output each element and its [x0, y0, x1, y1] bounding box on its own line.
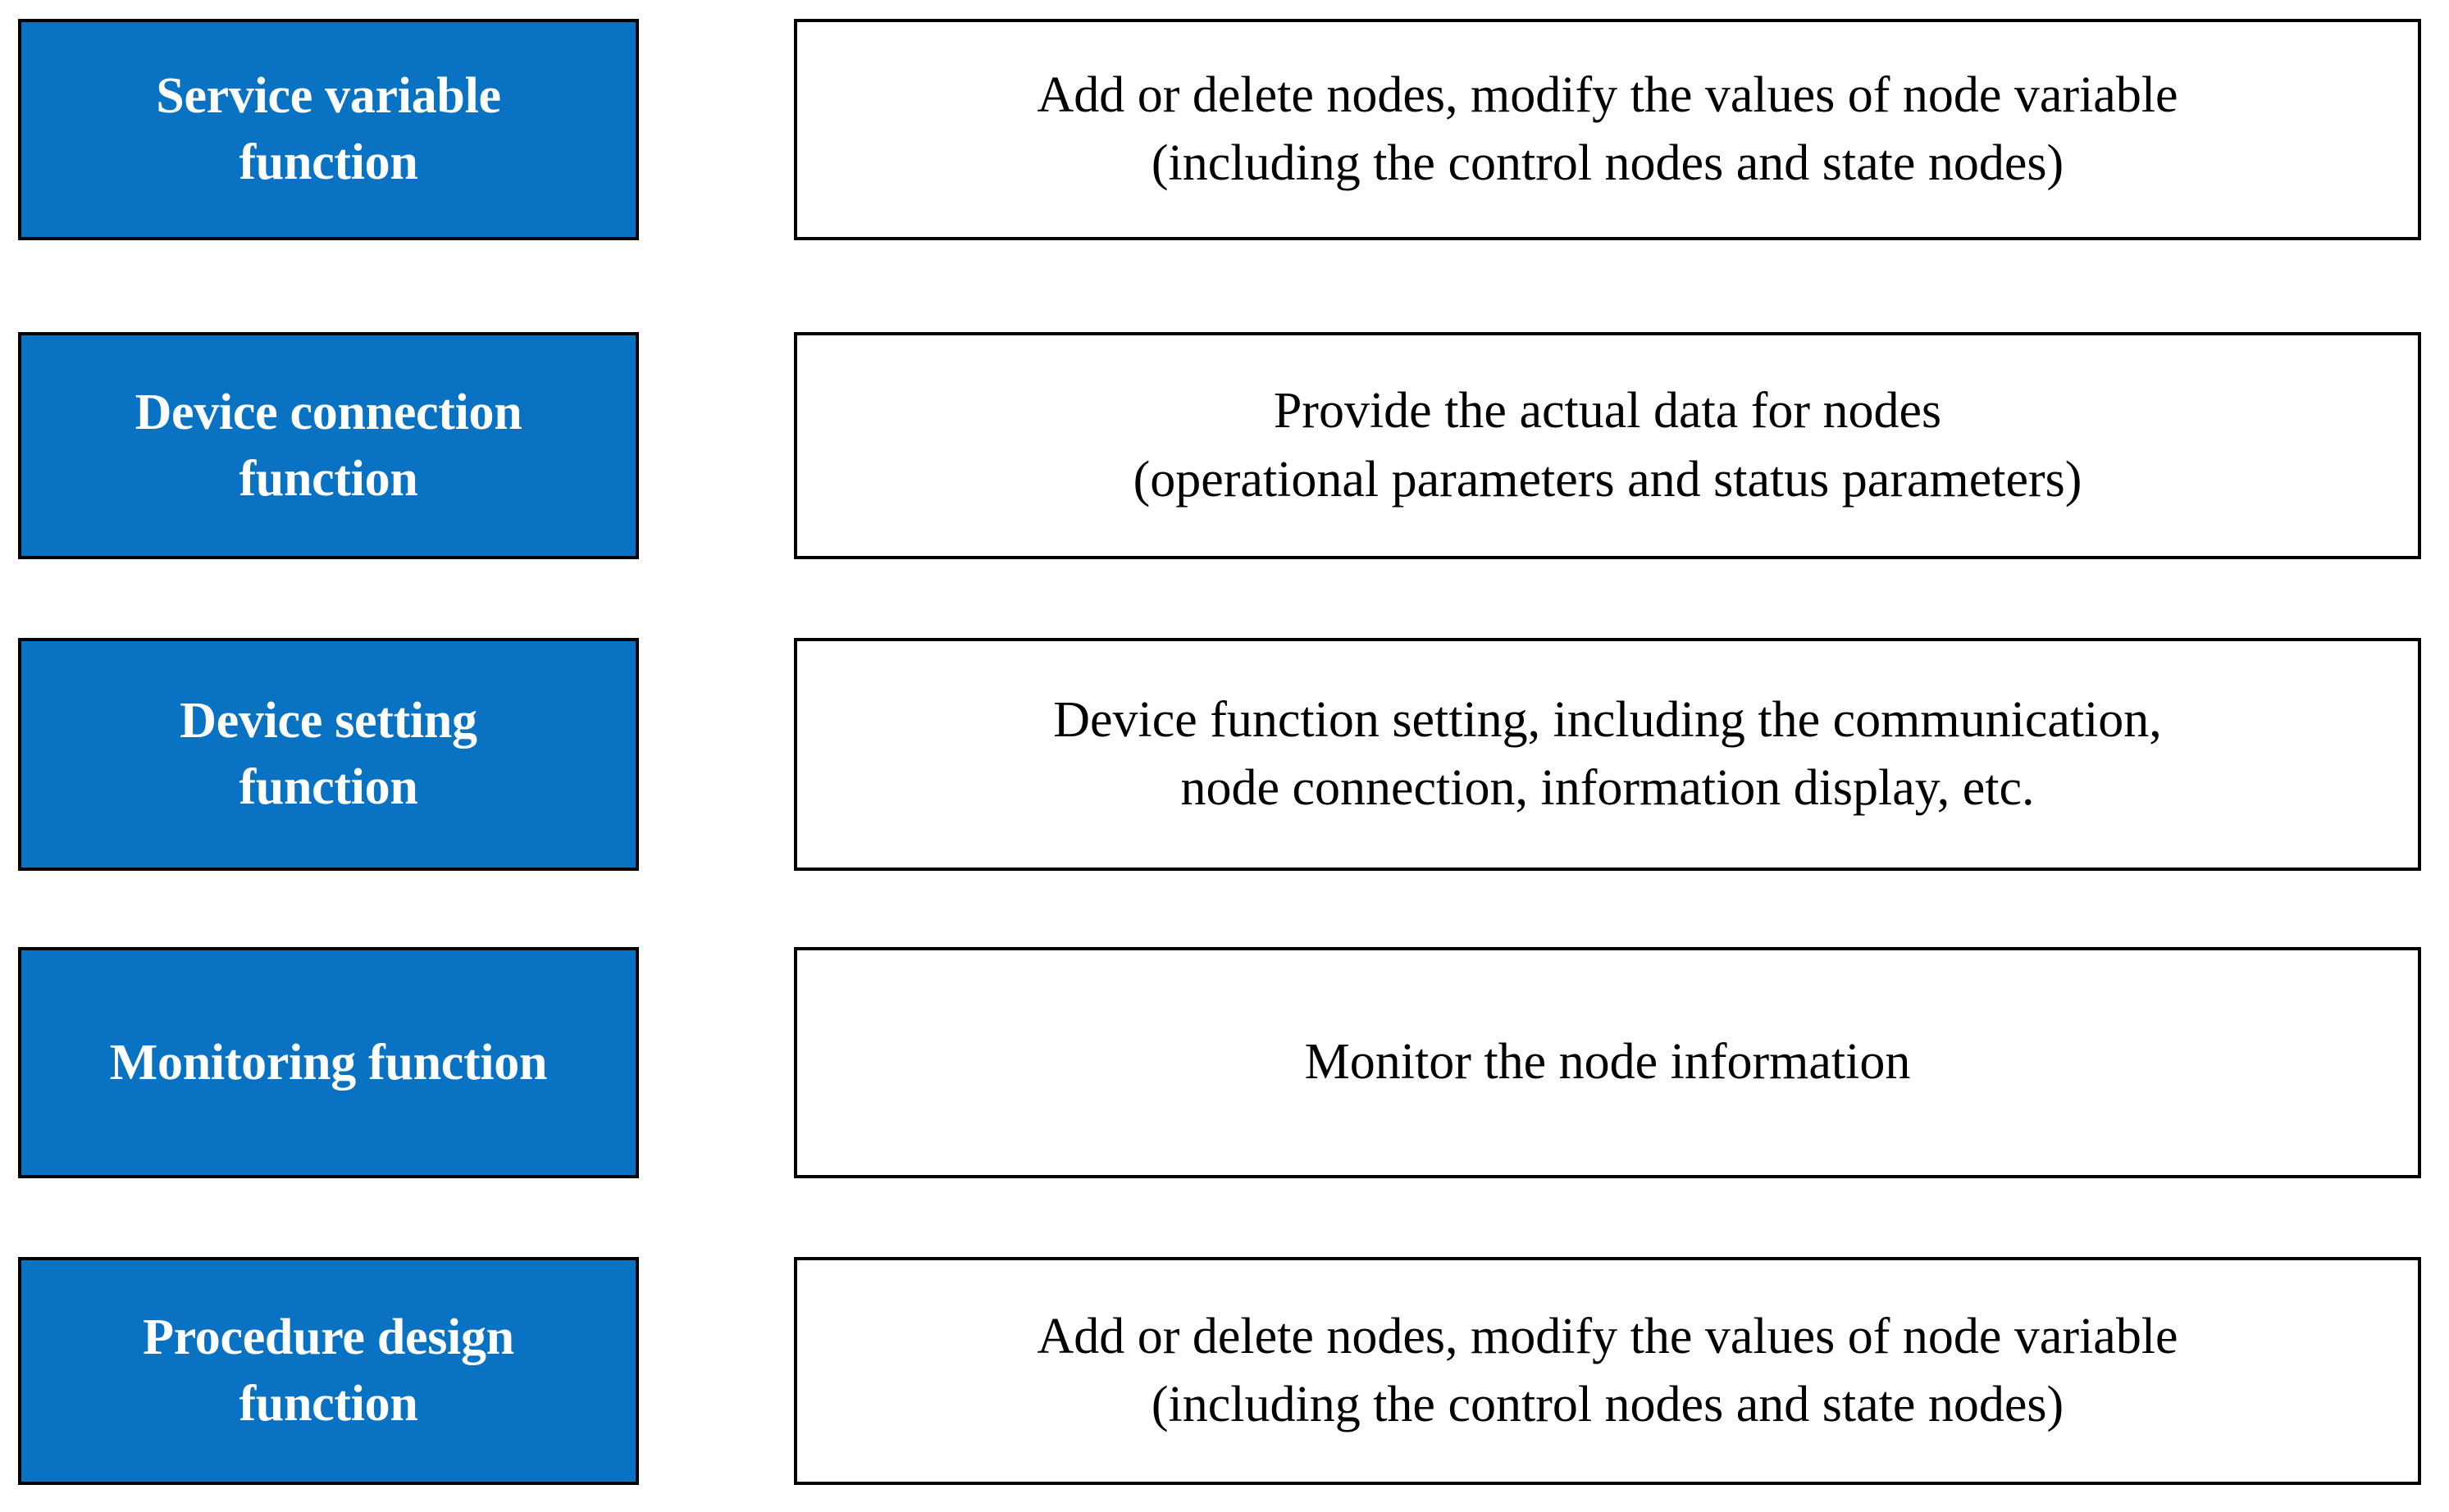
function-label-text: Monitoring function — [109, 1034, 548, 1091]
function-label-box-device-setting[interactable]: Device setting function — [18, 638, 639, 871]
function-label-text: Procedure design function — [143, 1309, 514, 1432]
function-label-box-monitoring[interactable]: Monitoring function — [18, 947, 639, 1178]
function-description-box-device-connection[interactable]: Provide the actual data for nodes (opera… — [794, 332, 2421, 559]
function-description-text: Provide the actual data for nodes (opera… — [1133, 383, 2082, 508]
function-label-text: Service variable function — [156, 68, 501, 190]
function-label-box-procedure-design[interactable]: Procedure design function — [18, 1257, 639, 1485]
function-description-box-device-setting[interactable]: Device function setting, including the c… — [794, 638, 2421, 871]
function-description-box-monitoring[interactable]: Monitor the node information — [794, 947, 2421, 1178]
function-label-text: Device setting function — [180, 693, 477, 815]
function-label-box-device-connection[interactable]: Device connection function — [18, 332, 639, 559]
function-label-text: Device connection function — [135, 384, 522, 507]
function-description-box-procedure-design[interactable]: Add or delete nodes, modify the values o… — [794, 1257, 2421, 1485]
function-label-box-service-variable[interactable]: Service variable function — [18, 19, 639, 240]
function-description-text: Monitor the node information — [1304, 1034, 1911, 1091]
function-description-text: Add or delete nodes, modify the values o… — [1037, 66, 2178, 191]
function-description-text: Device function setting, including the c… — [1053, 691, 2162, 816]
function-description-box-service-variable[interactable]: Add or delete nodes, modify the values o… — [794, 19, 2421, 240]
function-description-text: Add or delete nodes, modify the values o… — [1037, 1308, 2178, 1432]
